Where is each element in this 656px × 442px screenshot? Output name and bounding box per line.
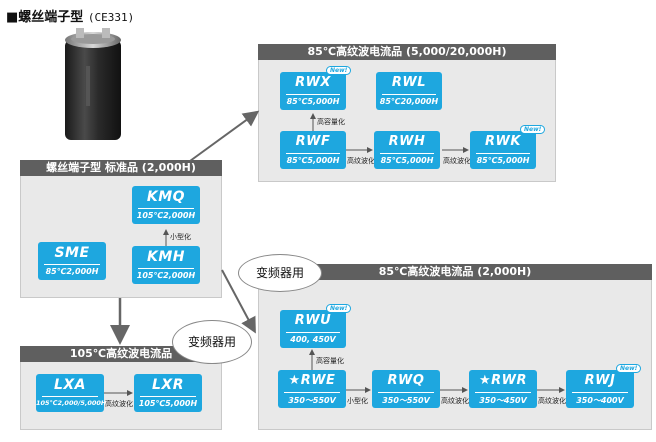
series-name: RWJ [584,373,616,388]
series-box-rwu[interactable]: RWU 400, 450V [280,310,346,348]
series-box-sme[interactable]: SME 85℃2,000H [38,242,106,280]
series-name: RWX [295,75,331,90]
label-high-capacity: 高容量化 [317,118,345,126]
series-spec: 105℃2,000H [136,211,196,220]
label-high-ripple-2: 高纹波化 [443,157,471,165]
series-spec: 350～550V [382,396,430,405]
label-downsizing-kmh: 小型化 [170,233,191,241]
series-spec: 85℃5,000H [380,156,434,165]
capacitor-image [62,26,124,144]
series-spec: 350～450V [479,396,527,405]
series-box-kmq[interactable]: KMQ 105℃2,000H [132,186,200,224]
series-name: KMH [147,249,185,265]
panel-105-header: 105℃高纹波电流品 [20,346,222,362]
panel-standard-header: 螺丝端子型 标准品 (2,000H) [20,160,222,176]
series-box-rwq[interactable]: RWQ 350～550V [372,370,440,408]
series-box-rwr[interactable]: ★RWR 350～450V [469,370,537,408]
series-box-rwh[interactable]: RWH 85℃5,000H [374,131,440,169]
series-name: ★RWE [288,373,336,388]
series-spec: 105℃2,000H [136,271,196,280]
series-box-rwf[interactable]: RWF 85℃5,000H [280,131,346,169]
series-name: RWU [294,313,332,328]
label-high-ripple-4: 高纹波化 [538,397,566,405]
capacitor-drawing [65,28,121,140]
new-badge-rwx: New! [326,66,352,75]
panel-85-long-header: 85℃高纹波电流品 (5,000/20,000H) [258,44,556,60]
inverter-bubble-top: 变频器用 [238,254,322,292]
new-badge-rwk: New! [520,125,546,134]
series-name: LXR [152,377,184,393]
series-spec: 85℃5,000H [286,97,340,106]
new-badge-rwu: New! [326,304,352,313]
label-high-ripple-5: 高纹波化 [105,400,133,408]
arrow-std-to-852000 [221,269,256,334]
label-high-ripple-3: 高纹波化 [441,397,469,405]
series-box-rwl[interactable]: RWL 85℃20,000H [376,72,442,110]
arrow-std-to-85long [189,110,260,162]
series-box-rwj[interactable]: RWJ 350～400V [566,370,634,408]
series-name: LXA [53,377,87,393]
series-spec: 85℃2,000H [45,267,99,276]
label-downsizing-rwe: 小型化 [347,397,368,405]
series-spec: 350～550V [288,396,336,405]
label-high-capacity-2: 高容量化 [316,357,344,365]
series-box-rwk[interactable]: RWK 85℃5,000H [470,131,536,169]
series-box-rwx[interactable]: RWX 85℃5,000H [280,72,346,110]
series-box-lxr[interactable]: LXR 105℃5,000H [134,374,202,412]
series-box-kmh[interactable]: KMH 105℃2,000H [132,246,200,284]
series-name: ★RWR [478,373,527,388]
series-name: SME [54,245,90,261]
page-title-code: (CE331) [87,11,135,24]
series-name: RWF [295,134,331,149]
series-name: KMQ [146,189,186,205]
series-spec: 400, 450V [290,335,336,344]
series-name: RWH [388,134,426,149]
new-badge-rwj: New! [616,364,642,373]
series-spec: 105℃2,000/5,000H [36,399,107,407]
series-spec: 85℃5,000H [476,156,530,165]
series-box-lxa[interactable]: LXA 105℃2,000/5,000H [36,374,107,412]
label-high-ripple-1: 高纹波化 [347,157,375,165]
series-spec: 350～400V [576,396,624,405]
series-spec: 85℃5,000H [286,156,340,165]
series-name: RWQ [387,373,425,388]
series-box-rwe[interactable]: ★RWE 350～550V [278,370,346,408]
series-spec: 85℃20,000H [379,97,439,106]
series-name: RWK [485,134,521,149]
page-title: ■螺丝端子型 (CE331) [6,6,134,25]
series-spec: 105℃5,000H [138,399,198,408]
inverter-bubble-bottom: 变频器用 [172,320,252,364]
panel-85-2000-header: 85℃高纹波电流品 (2,000H) [258,264,652,280]
series-name: RWL [391,75,427,90]
page-title-text: ■螺丝端子型 [6,10,84,25]
